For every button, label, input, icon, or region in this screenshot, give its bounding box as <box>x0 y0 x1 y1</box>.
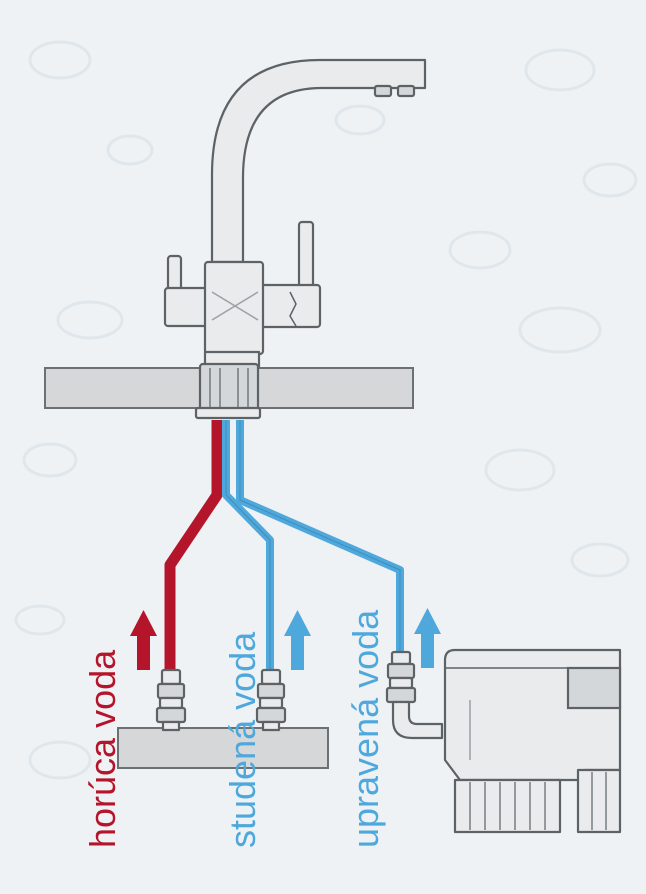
cold-flow-arrow <box>284 610 311 670</box>
treated-flow-arrow <box>414 608 441 668</box>
treated-valve-connector <box>385 650 444 740</box>
treated-water-label: upravená voda <box>345 609 386 848</box>
faucet-spout <box>210 58 427 264</box>
faucet-body <box>203 260 265 356</box>
hot-flow-arrow <box>130 610 157 670</box>
faucet <box>163 58 427 372</box>
mounting-nut <box>194 362 262 420</box>
hot-valve-connector <box>155 668 187 732</box>
lower-board <box>117 727 329 769</box>
hoses <box>164 420 404 680</box>
hot-water-hose <box>164 420 223 680</box>
water-filter-unit <box>443 648 622 834</box>
cold-water-label: studená voda <box>222 631 263 848</box>
cold-valve-connector <box>255 668 287 732</box>
left-lever <box>166 254 183 292</box>
hot-water-label: horúca voda <box>82 649 123 848</box>
right-lever <box>297 220 315 294</box>
